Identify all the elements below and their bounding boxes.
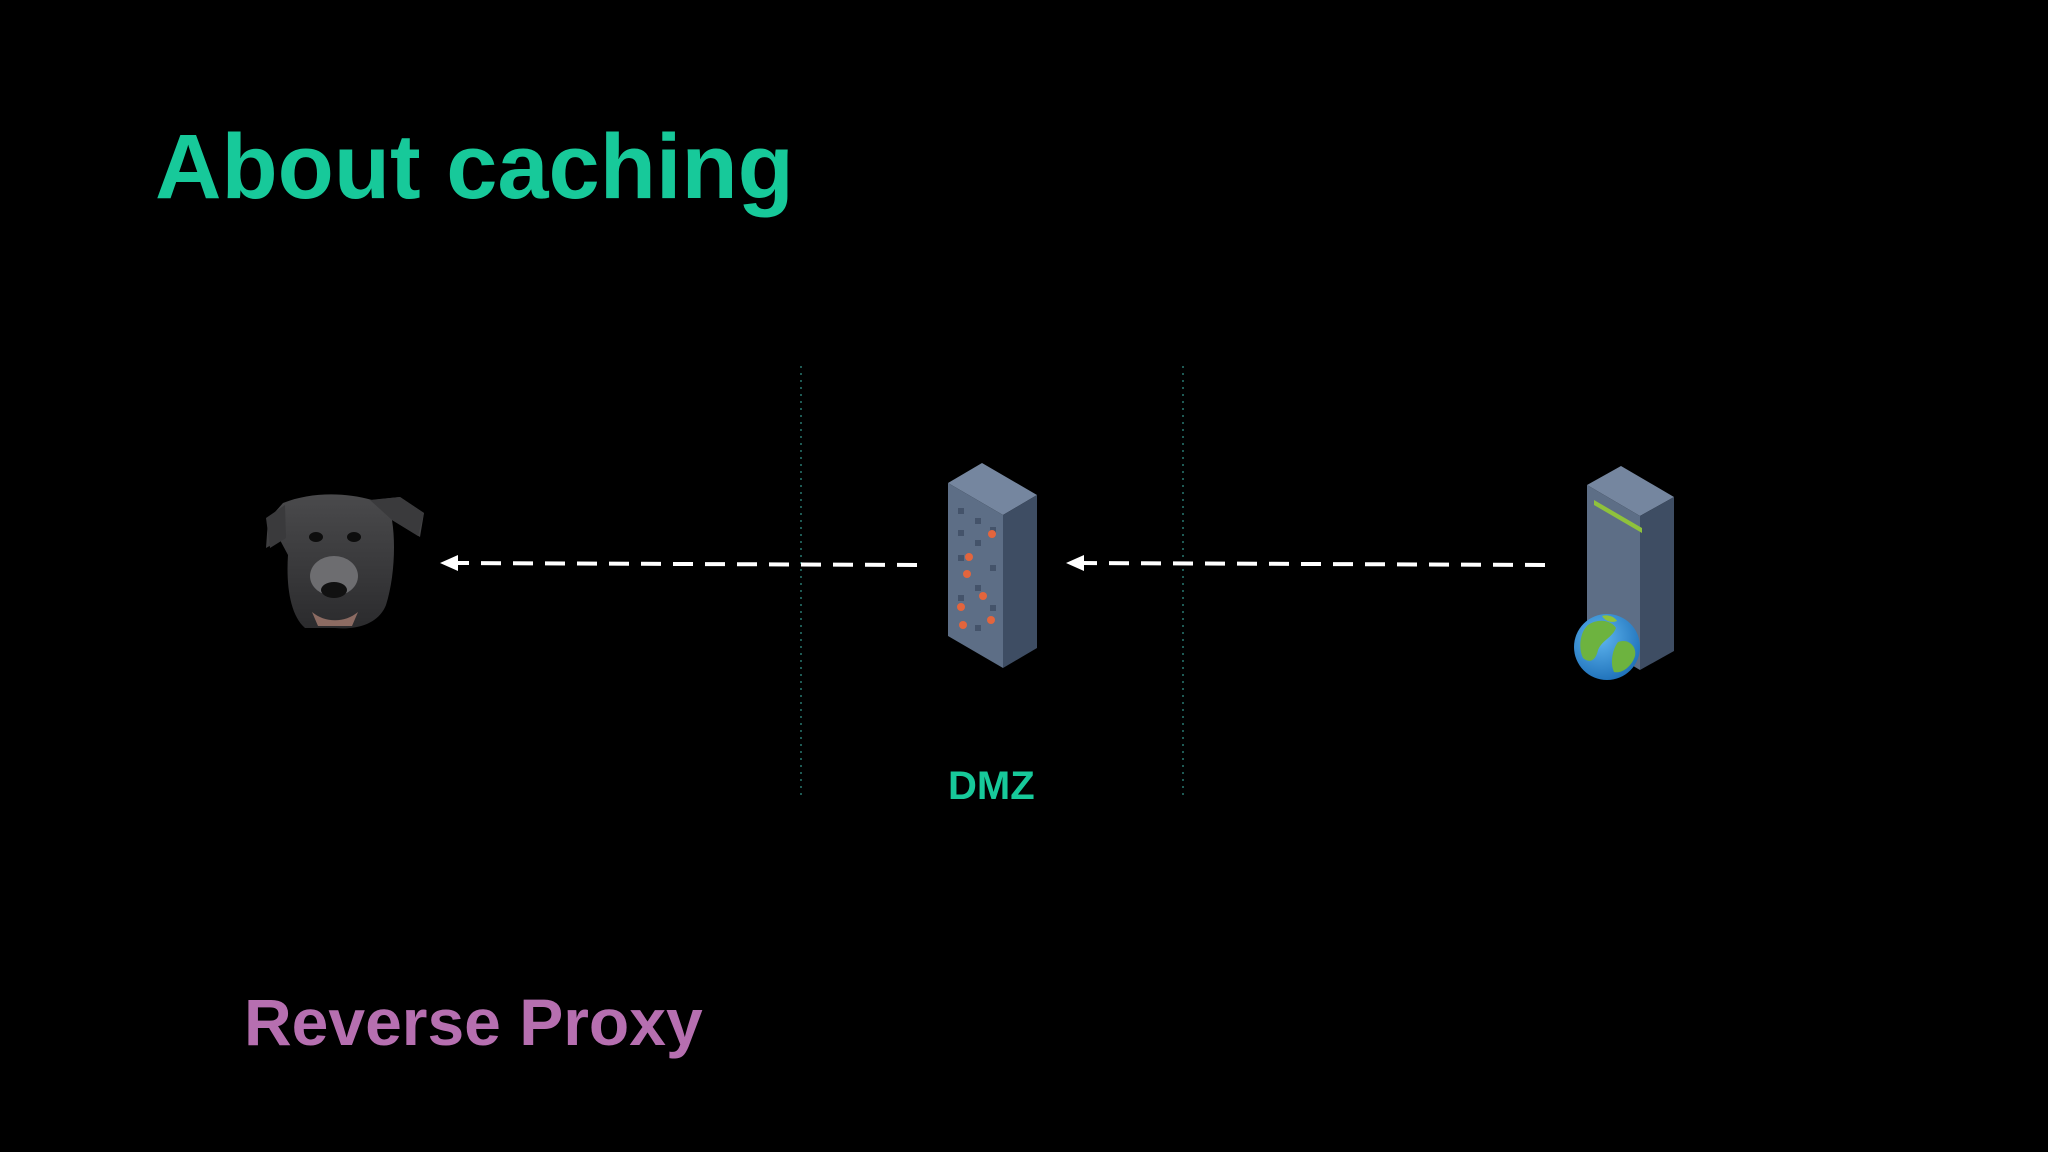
server-globe-icon [1574, 466, 1674, 680]
server-rack-icon [948, 463, 1037, 668]
slide-subtitle: Reverse Proxy [244, 985, 703, 1059]
slide-title: About caching [155, 116, 794, 218]
arrow-server-to-proxy [1066, 555, 1546, 571]
dog-face-icon [266, 494, 424, 629]
arrow-proxy-to-client [440, 555, 918, 571]
dmz-label: DMZ [948, 764, 1035, 808]
